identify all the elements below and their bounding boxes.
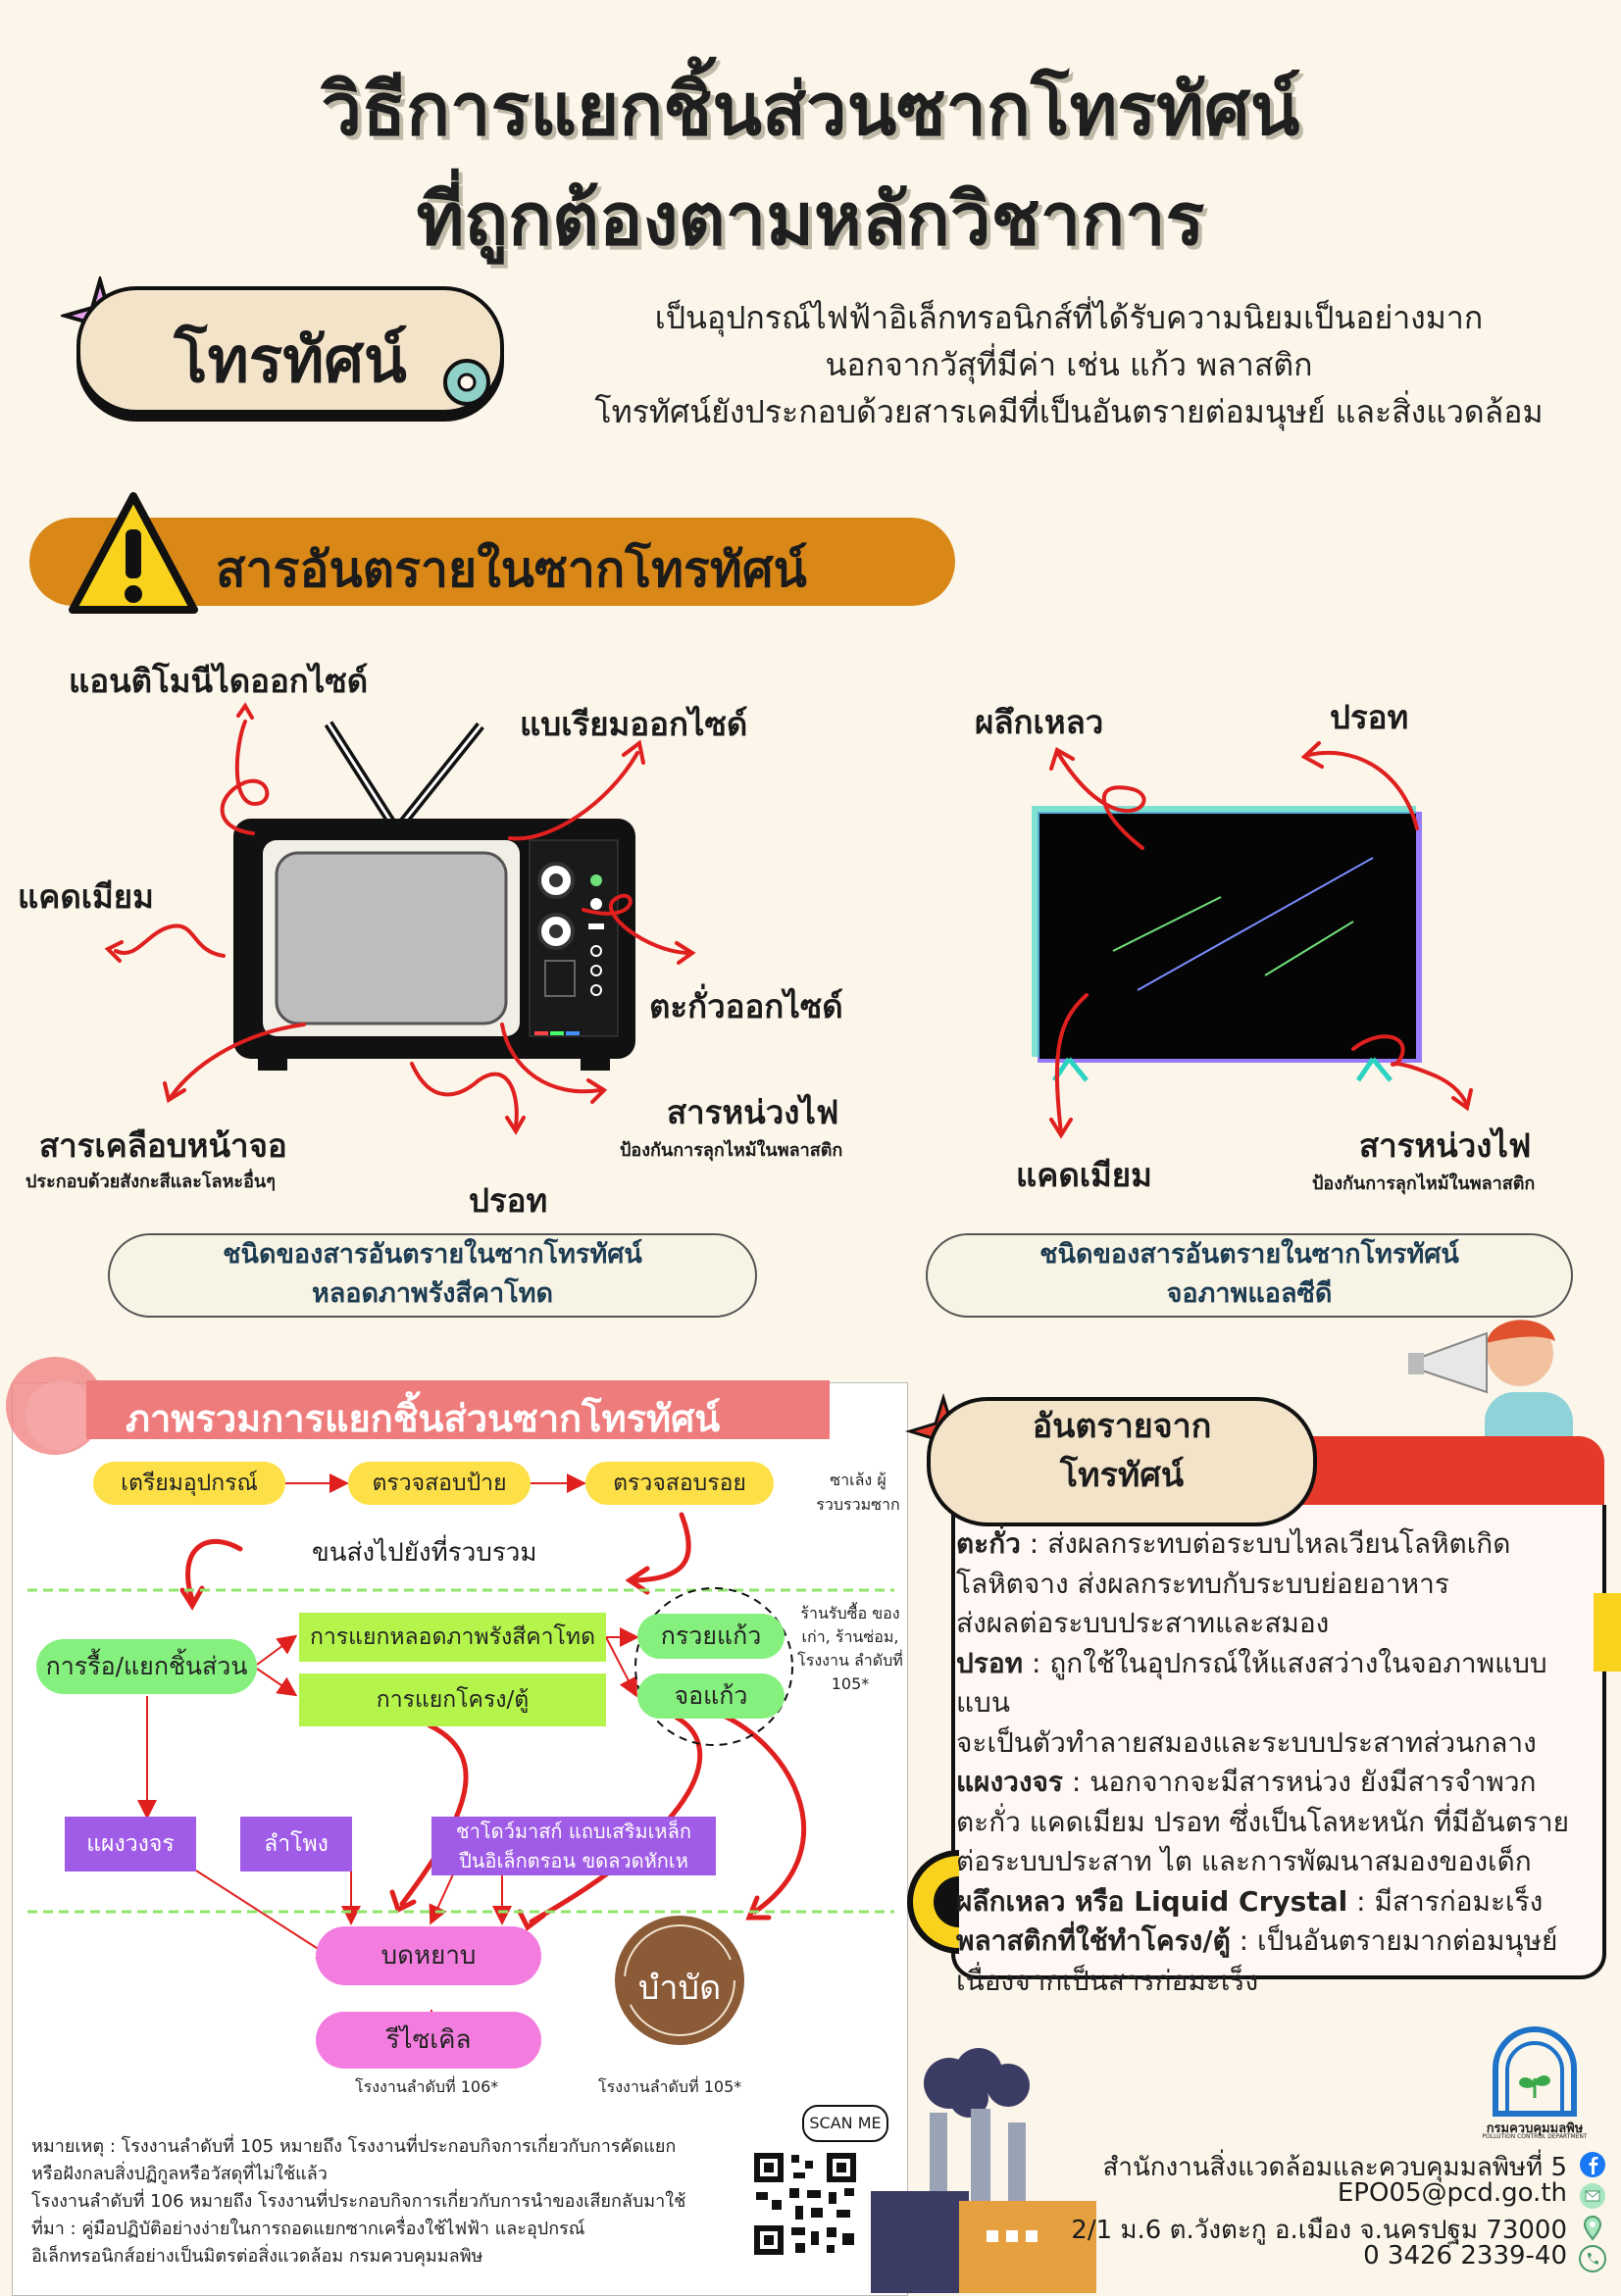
qr-code-icon[interactable] <box>750 2149 860 2259</box>
intro-line3: โทรทัศน์ยังประกอบด้วยสารเคมีที่เป็นอันตร… <box>594 393 1544 430</box>
page-title-line2: ที่ถูกต้องตามหลักวิชาการ <box>416 177 1205 262</box>
danger-line: ส่งผลต่อระบบประสาทและสมอง <box>956 1607 1330 1639</box>
ring-icon <box>443 359 490 406</box>
danger-line: ตะกั่ว แคดเมียม ปรอท ซึ่งเป็นโลหะหนัก ที… <box>956 1805 1570 1838</box>
step-crush: บดหยาบ <box>316 1926 541 1985</box>
office-phone[interactable]: 0 3426 2339-40 <box>1363 2241 1567 2271</box>
part-crt-metals: ชาโดว์มาสก์ แถบเสริมเหล็ก ปืนอิเล็กตรอน … <box>431 1817 716 1875</box>
facebook-icon[interactable] <box>1579 2151 1606 2178</box>
part-crt-metals-line1: ชาโดว์มาสก์ แถบเสริมเหล็ก <box>456 1820 691 1843</box>
phone-icon[interactable] <box>1579 2245 1606 2272</box>
danger-line: แผงวงจร : นอกจากจะมีสารหน่วง ยังมีสารจำพ… <box>956 1766 1537 1798</box>
funnel-glass: กรวยแก้ว <box>637 1614 785 1659</box>
pcd-logo <box>1493 2026 1577 2117</box>
danger-line: เนื่องจากเป็นสารก่อมะเร็ง <box>956 1964 1259 1997</box>
page-title-line1: วิธีการแยกชิ้นส่วนซากโทรทัศน์ <box>321 68 1300 152</box>
part-pcb: แผงวงจร <box>65 1817 196 1872</box>
flowchart-title-bar: ภาพรวมการแยกชิ้นส่วนซากโทรทัศน์ <box>86 1380 830 1440</box>
pcd-logo-sub: POLLUTION CONTROL DEPARTMENT <box>1482 2133 1588 2140</box>
step-dispose: บำบัด <box>637 1969 722 2008</box>
crt-hazard-diagram <box>104 702 696 1135</box>
lcd-retardant-label: สารหน่วงไฟ <box>1359 1126 1532 1165</box>
factory-smoke-icon <box>871 2048 1096 2293</box>
note-line3: โรงงานลำดับที่ 106 หมายถึง โรงงานที่ประก… <box>31 2191 686 2212</box>
part-speaker: ลำโพง <box>240 1817 352 1872</box>
lcd-cadmium-label: แคดเมียม <box>1016 1156 1152 1194</box>
danger-title: อันตรายจาก โทรทัศน์ <box>927 1402 1317 1500</box>
office-name: สำนักงานสิ่งแวดล้อมและควบคุมมลพิษที่ 5 <box>1102 2153 1567 2182</box>
screen-coating-sub: ประกอบด้วยสังกะสีและโลหะอื่นๆ <box>25 1172 276 1192</box>
danger-line: ปรอท : ถูกใช้ในอุปกรณ์ให้แสงสว่างในจอภาพ… <box>956 1646 1547 1720</box>
lead-oxide-label: ตะกั่วออกไซด์ <box>649 987 843 1025</box>
danger-title-line1: อันตรายจาก <box>1032 1407 1212 1446</box>
crt-caption-line1: ชนิดของสารอันตรายในซากโทรทัศน์ <box>223 1239 642 1270</box>
flowchart-connectors <box>27 1473 894 2031</box>
danger-line: โลหิตจาง ส่งผลกระทบกับระบบย่อยอาหาร <box>956 1567 1449 1600</box>
lcd-caption-line1: ชนิดของสารอันตรายในซากโทรทัศน์ <box>1039 1239 1459 1270</box>
intro-line2: นอกจากวัสุที่มีค่า เช่น แก้ว พลาสติก <box>825 346 1313 383</box>
lcd-mercury-label: ปรอท <box>1330 698 1409 736</box>
liquid-crystal-label: ผลึกเหลว <box>975 703 1104 741</box>
panel-glass: จอแก้ว <box>637 1673 785 1719</box>
lcd-caption: ชนิดของสารอันตรายในซากโทรทัศน์ จอภาพแอลซ… <box>926 1233 1573 1318</box>
decor-ring-left-icon <box>907 1850 959 1954</box>
lcd-hazard-diagram <box>1032 741 1473 1139</box>
buyer-shops-note: ร้านรับซื้อ ของเก่า, ร้านซ่อม, โรงงาน ลำ… <box>797 1604 903 1693</box>
danger-text: ตะกั่ว : ส่งผลกระทบต่อระบบไหลเวียนโลหิตเ… <box>956 1524 1594 2001</box>
note-line5: อิเล็กทรอนิกส์อย่างเป็นมิตรต่อสิ่งแวดล้อ… <box>31 2246 483 2267</box>
intro-line1: เป็นอุปกรณ์ไฟฟ้าอิเล็กทรอนิกส์ที่ได้รับค… <box>654 299 1484 336</box>
tv-label-pill: โทรทัศน์ <box>76 286 504 414</box>
pcd-logo-text: กรมควบคุมมลพิษ <box>1486 2121 1584 2136</box>
location-icon[interactable] <box>1579 2214 1606 2241</box>
step-separate-crt: การแยกหลอดภาพรังสีคาโทด <box>299 1613 606 1662</box>
crt-caption: ชนิดของสารอันตรายในซากโทรทัศน์ หลอดภาพรั… <box>108 1233 757 1318</box>
crt-retardant-sub: ป้องกันการลุกไหม้ในพลาสติก <box>620 1140 843 1161</box>
factory-105-note: โรงงานลำดับที่ 105* <box>598 2077 742 2096</box>
step-check-label: ตรวจสอบป้าย <box>348 1462 531 1505</box>
danger-line: ผลึกเหลว หรือ Liquid Crystal : มีสารก่อม… <box>956 1884 1544 1918</box>
step-prepare: เตรียมอุปกรณ์ <box>93 1462 285 1505</box>
danger-line: พลาสติกที่ใช้ทำโครง/ตู้ : เป็นอันตรายมาก… <box>956 1924 1558 1957</box>
note-line4: ที่มา : คู่มือปฏิบัติอย่างง่ายในการถอดแย… <box>31 2219 585 2239</box>
email-icon[interactable] <box>1579 2182 1606 2210</box>
step-separate-frame: การแยกโครง/ตู้ <box>299 1673 606 1726</box>
factory-106-note: โรงงานลำดับที่ 106* <box>355 2077 499 2096</box>
lcd-caption-line2: จอภาพแอลซีดี <box>1166 1278 1333 1309</box>
danger-line: ต่อระบบประสาท ไต และการพัฒนาสมองของเด็ก <box>956 1845 1532 1877</box>
danger-side-tab <box>1594 1593 1621 1672</box>
danger-line: จะเป็นตัวทำลายสมองและระบบประสาทส่วนกลาง <box>956 1725 1537 1759</box>
tv-label: โทรทัศน์ <box>174 324 407 397</box>
danger-panel <box>951 1505 1606 1979</box>
crt-caption-line2: หลอดภาพรังสีคาโทด <box>311 1278 554 1309</box>
step-recycle: รีไซเคิล <box>316 2012 541 2069</box>
note-line1: หมายเหตุ : โรงงานลำดับที่ 105 หมายถึง โร… <box>31 2136 677 2157</box>
flowchart-title: ภาพรวมการแยกชิ้นส่วนซากโทรทัศน์ <box>126 1396 721 1440</box>
crt-cadmium-label: แคดเมียม <box>18 877 154 916</box>
danger-title-line2: โทรทัศน์ <box>1059 1456 1185 1495</box>
scan-me-badge: SCAN ME <box>802 2105 888 2142</box>
decor-circles-icon <box>6 1357 104 1455</box>
office-email[interactable]: EPO05@pcd.go.th <box>1337 2178 1567 2208</box>
collector-note: ซาเล้ง ผู้รวบรวมซาก <box>816 1471 900 1514</box>
office-address: 2/1 ม.6 ต.วังตะกู อ.เมือง จ.นครปฐม 73000 <box>1071 2216 1567 2245</box>
step-dismantle: การรื้อ/แยกชิ้นส่วน <box>36 1639 257 1694</box>
warning-icon <box>69 492 198 614</box>
notes-block: หมายเหตุ : โรงงานลำดับที่ 105 หมายถึง โร… <box>31 2133 737 2271</box>
screen-coating-label: สารเคลือบหน้าจอ <box>39 1126 287 1165</box>
crt-mercury-label: ปรอท <box>469 1181 548 1220</box>
hazard-banner-title: สารอันตรายในซากโทรทัศน์ <box>216 540 807 598</box>
note-line2: หรือฝังกลบสิ่งปฏิกูลหรือวัสดุที่ไม่ใช้แล… <box>31 2164 328 2184</box>
step-check-trace: ตรวจสอบรอย <box>585 1462 774 1505</box>
part-crt-metals-line2: ปืนอิเล็กตรอน ขดลวดหักเห <box>459 1849 688 1872</box>
transport-label: ขนส่งไปยังที่รวบรวม <box>312 1538 537 1568</box>
antimony-label: แอนติโมนีไดออกไซด์ <box>69 662 369 700</box>
lcd-retardant-sub: ป้องกันการลุกไหม้ในพลาสติก <box>1312 1173 1536 1194</box>
barium-label: แบเรียมออกไซด์ <box>520 705 748 743</box>
danger-line: ตะกั่ว : ส่งผลกระทบต่อระบบไหลเวียนโลหิตเ… <box>956 1527 1511 1560</box>
danger-title-pill <box>927 1397 1317 1526</box>
dispose-badge <box>615 1916 744 2045</box>
crt-retardant-label: สารหน่วงไฟ <box>667 1093 839 1131</box>
